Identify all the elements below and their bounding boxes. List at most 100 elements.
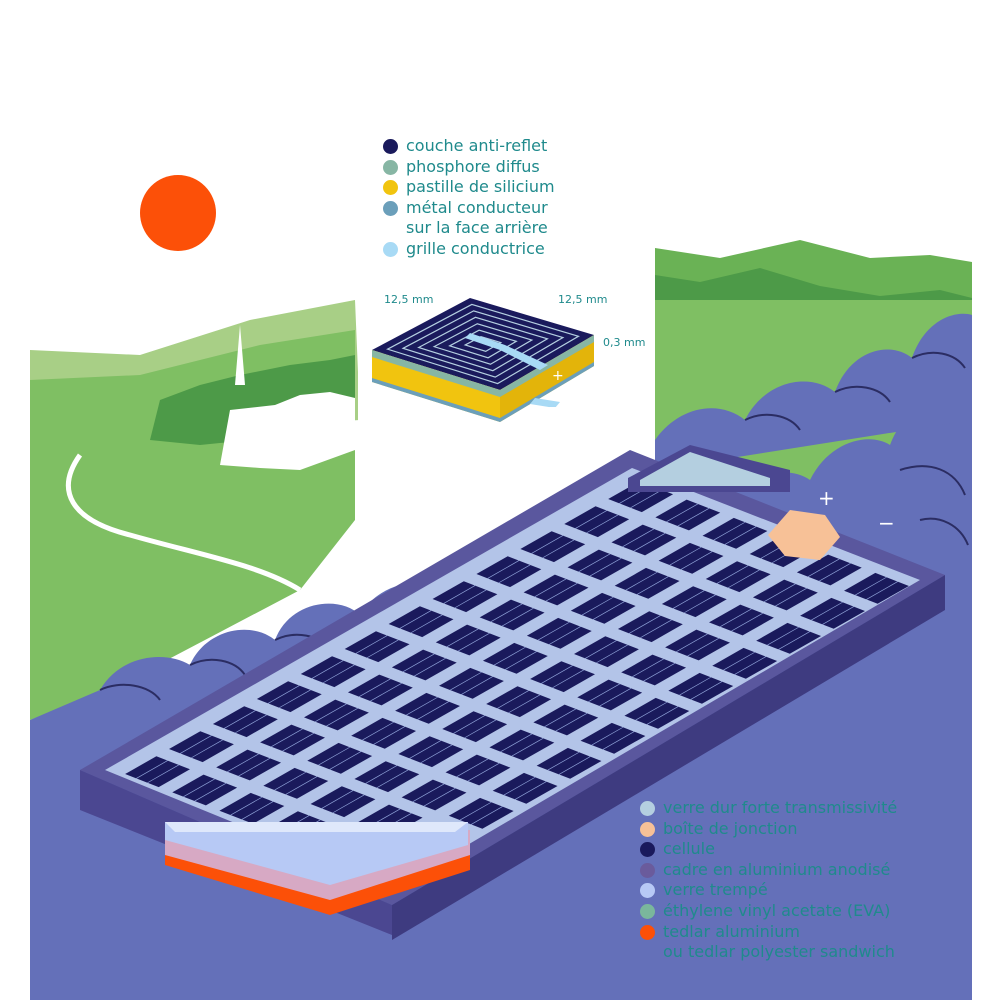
cell-busbar (456, 758, 489, 778)
cell-busbar (498, 564, 531, 584)
solar-cell (256, 681, 322, 713)
cell-busbar (680, 551, 713, 570)
cell-busbar (470, 806, 503, 825)
cell-busbar (487, 560, 520, 579)
cell-busbar (497, 690, 529, 709)
cell-busbar (589, 557, 622, 577)
cell-busbar (578, 553, 611, 573)
solar-cell (172, 774, 238, 806)
cell-busbar (635, 701, 668, 721)
cell-busbar (669, 546, 702, 566)
legend-item-anti-reflet: couche anti-reflet (383, 136, 555, 157)
solar-cell (448, 797, 514, 829)
solar-cell (442, 711, 508, 743)
legend-swatch (383, 241, 398, 257)
legend-item-verre-dur: verre dur forte transmissivité (640, 798, 897, 819)
cell-busbar (315, 703, 347, 723)
cell-busbar (723, 651, 755, 671)
legend-label: couche anti-reflet (406, 136, 548, 155)
cell-detail-backmetal (372, 362, 594, 422)
solar-cell (520, 531, 586, 563)
cell-busbar (311, 660, 344, 679)
solar-cell (391, 649, 457, 681)
legend-swatch (640, 821, 655, 837)
cell-busbar (321, 790, 354, 809)
cell-busbar (822, 606, 854, 625)
solar-cell (432, 581, 498, 613)
cell-busbar (684, 594, 716, 614)
panel-plus-sign: + (818, 486, 835, 510)
solar-cell (435, 624, 501, 656)
module-layers-legend: verre dur forte transmissivité boîte de … (640, 798, 897, 963)
cell-busbar (505, 651, 537, 670)
legend-label: pastille de silicium (406, 177, 555, 196)
cell-busbar (227, 753, 259, 773)
cell-busbar (412, 783, 445, 803)
solar-cell (489, 729, 555, 761)
cell-busbar (282, 732, 314, 752)
legend-swatch (640, 883, 655, 899)
legend-swatch (640, 862, 655, 878)
cell-busbar (136, 760, 168, 779)
cell-busbar (558, 756, 591, 775)
cell-busbar (514, 781, 547, 800)
cell-busbar (586, 514, 619, 534)
cell-busbar (775, 587, 807, 607)
cell-busbar (329, 751, 362, 770)
cell-busbar (679, 676, 712, 696)
solar-cell (617, 611, 683, 643)
solar-cell (395, 692, 460, 724)
cell-detail-minus-sign: − (548, 400, 560, 416)
solar-cell (668, 672, 734, 704)
cell-busbar (326, 707, 358, 727)
legend-swatch (640, 842, 655, 858)
church-building (220, 392, 355, 470)
cell-busbar (235, 714, 267, 734)
solar-cell (621, 654, 687, 686)
cell-busbar (731, 612, 763, 632)
cell-busbar (720, 608, 752, 628)
cell-busbar (585, 640, 617, 659)
legend-swatch (383, 180, 398, 195)
cell-busbar (503, 776, 536, 796)
cell-busbar (646, 706, 679, 725)
cell-detail-grid-ring (432, 323, 534, 365)
cell-busbar (544, 708, 577, 728)
cell-busbar (672, 590, 705, 609)
cell-busbar (414, 657, 446, 677)
cell-busbar (417, 701, 449, 720)
panel-minus-sign: − (878, 511, 895, 535)
cell-busbar (279, 689, 311, 709)
cell-busbar (541, 665, 573, 684)
solar-cell (665, 629, 730, 661)
legend-label: éthylene vinyl acetate (EVA) (663, 900, 891, 920)
cell-busbar (230, 796, 263, 816)
solar-cell (169, 731, 234, 763)
cell-busbar (636, 576, 669, 595)
cell-busbar (410, 614, 443, 634)
cell-busbar (690, 681, 723, 700)
solar-cell (310, 786, 376, 818)
legend-item-tedlar: tedlar aluminium (640, 922, 897, 943)
legend-swatch (383, 200, 398, 216)
cell-busbar (555, 712, 588, 732)
cell-busbar (467, 762, 500, 782)
cell-busbar (365, 765, 398, 784)
cell-busbar (855, 576, 887, 596)
cell-detail-grid-ring (401, 310, 565, 378)
legend-swatch (640, 801, 655, 816)
cell-busbar (537, 621, 570, 641)
solar-cell (351, 717, 417, 749)
cell-busbar (734, 656, 767, 675)
legend-label: verre trempé (663, 880, 768, 900)
cell-detail-plus-sign: + (552, 368, 564, 384)
dimension-depth: 12,5 mm (558, 293, 608, 306)
cell-busbar (194, 782, 227, 802)
solar-cell (445, 754, 511, 786)
solar-cell (482, 642, 548, 674)
cell-busbar (446, 628, 479, 648)
cutaway-tempered-glass (165, 822, 468, 885)
cell-busbar (450, 671, 482, 691)
cell-busbar (241, 801, 274, 820)
